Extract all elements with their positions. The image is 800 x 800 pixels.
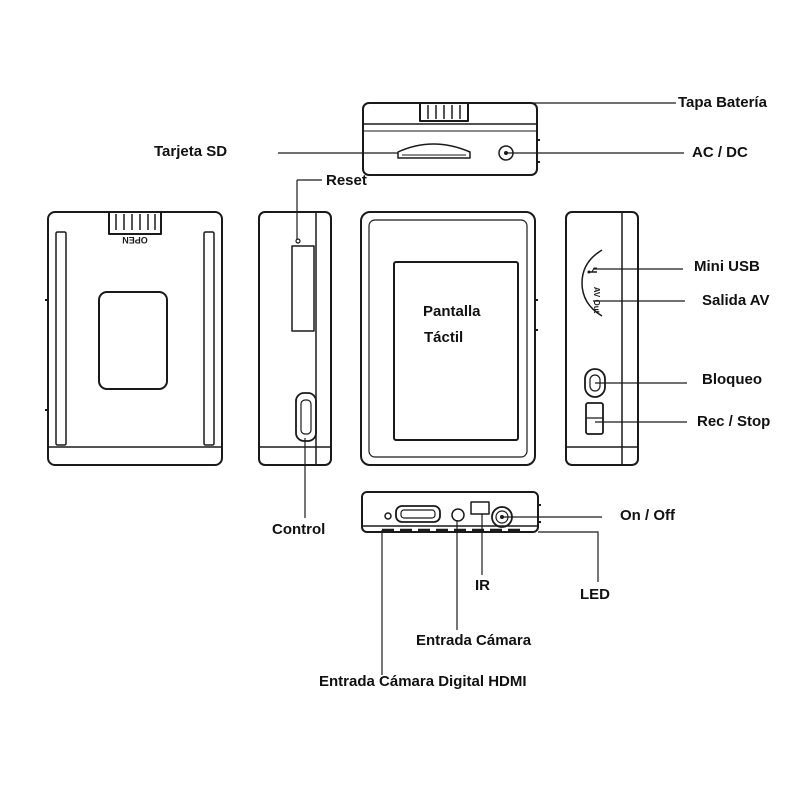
ir-sensor-icon (470, 501, 490, 515)
label-rec-stop: Rec / Stop (697, 413, 771, 430)
label-led: LED (580, 586, 610, 603)
label-pantalla: Pantalla (423, 303, 481, 320)
left-side-view (258, 211, 332, 466)
sd-slot-icon (397, 143, 471, 159)
label-tarjeta-sd: Tarjeta SD (154, 143, 228, 160)
label-on-off: On / Off (620, 507, 675, 524)
hdmi-port-icon (395, 505, 441, 523)
mini-usb-icon (587, 267, 597, 274)
label-bloqueo: Bloqueo (702, 371, 762, 388)
label-tapa-bateria: Tapa Batería (678, 94, 767, 111)
av-out-mark: AV Out (592, 287, 601, 314)
back-view (45, 211, 223, 466)
label-mini-usb: Mini USB (694, 258, 760, 275)
label-tactil: Táctil (424, 329, 464, 346)
label-ir: IR (475, 577, 490, 594)
label-entrada-hdmi: Entrada Cámara Digital HDMI (319, 673, 527, 690)
reset-hole-icon (295, 238, 301, 244)
label-reset: Reset (326, 172, 367, 189)
open-mark: OPEN (122, 235, 148, 245)
label-entrada-camara: Entrada Cámara (416, 632, 532, 649)
label-control: Control (272, 521, 326, 538)
rec-stop-button-icon (585, 402, 604, 435)
front-view (360, 211, 538, 466)
top-view (362, 102, 540, 176)
label-ac-dc: AC / DC (692, 144, 748, 161)
bottom-view (361, 491, 541, 533)
leader-lines (278, 102, 687, 675)
control-port-icon (295, 392, 317, 442)
right-side-view (565, 211, 639, 466)
label-salida-av: Salida AV (702, 292, 770, 309)
camera-input-icon (451, 508, 465, 522)
